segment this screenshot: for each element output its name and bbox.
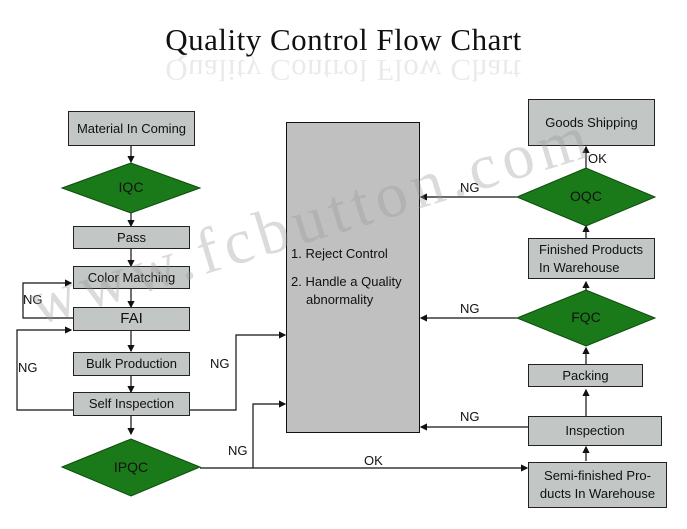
semi-finished-line2: ducts In Warehouse — [539, 486, 656, 501]
oqc-diamond — [515, 167, 657, 227]
iqc-diamond — [60, 162, 202, 214]
bulk-production-box: Bulk Production — [73, 352, 190, 376]
material-incoming-label: Material In Coming — [76, 120, 187, 136]
ng-label-ipqc: NG — [228, 443, 248, 458]
iqc-label: IQC — [118, 179, 144, 195]
ipqc-label: IPQC — [113, 459, 149, 475]
color-matching-label: Color Matching — [87, 269, 176, 285]
semi-finished-line1: Semi-finished Pro- — [544, 468, 651, 483]
material-incoming-box: Material In Coming — [68, 111, 195, 146]
pass-label: Pass — [117, 229, 146, 245]
packing-label: Packing — [562, 367, 609, 383]
fqc-diamond — [515, 289, 657, 347]
inspection-box: Inspection — [528, 416, 662, 446]
ok-label-oqc: OK — [588, 151, 607, 166]
loop-fai-color — [22, 279, 73, 319]
ng-label-self: NG — [18, 360, 38, 375]
self-inspection-box: Self Inspection — [73, 392, 190, 416]
ng-label-inspection: NG — [460, 409, 480, 424]
fai-label: FAI — [120, 310, 143, 327]
goods-shipping-label: Goods Shipping — [545, 114, 638, 130]
chart-title: Quality Control Flow Chart — [165, 22, 522, 57]
ipqc-diamond — [60, 438, 202, 497]
self-inspection-label: Self Inspection — [88, 396, 175, 411]
fai-box: FAI — [73, 307, 190, 331]
pass-box: Pass — [73, 226, 190, 249]
finished-products-line1: Finished Products — [539, 241, 644, 257]
reject-control-box — [286, 122, 420, 433]
ng-label-oqc: NG — [460, 180, 480, 195]
bulk-production-label: Bulk Production — [85, 356, 178, 371]
fqc-label: FQC — [571, 309, 601, 325]
ng-label-fqc: NG — [460, 301, 480, 316]
oqc-label: OQC — [570, 188, 602, 204]
ng-label-fai: NG — [23, 292, 43, 307]
packing-box: Packing — [528, 364, 643, 387]
arrow-ipqc-center — [252, 400, 287, 468]
inspection-label: Inspection — [565, 423, 625, 438]
loop-self-fai — [16, 326, 73, 411]
goods-shipping-box: Goods Shipping — [528, 99, 655, 146]
ng-label-self-center: NG — [210, 356, 230, 371]
reject-control-item2-line1: 2. Handle a Quality — [291, 274, 402, 289]
finished-products-box: Finished Products In Warehouse — [528, 238, 655, 279]
reject-control-item1: 1. Reject Control — [291, 246, 388, 261]
reject-control-item2-line2: abnormality — [306, 292, 374, 307]
ok-label-ipqc: OK — [364, 453, 383, 468]
finished-products-line2: In Warehouse — [539, 259, 620, 275]
arrow-self-center — [190, 331, 287, 411]
semi-finished-box: Semi-finished Pro- ducts In Warehouse — [528, 462, 667, 508]
color-matching-box: Color Matching — [73, 266, 190, 289]
